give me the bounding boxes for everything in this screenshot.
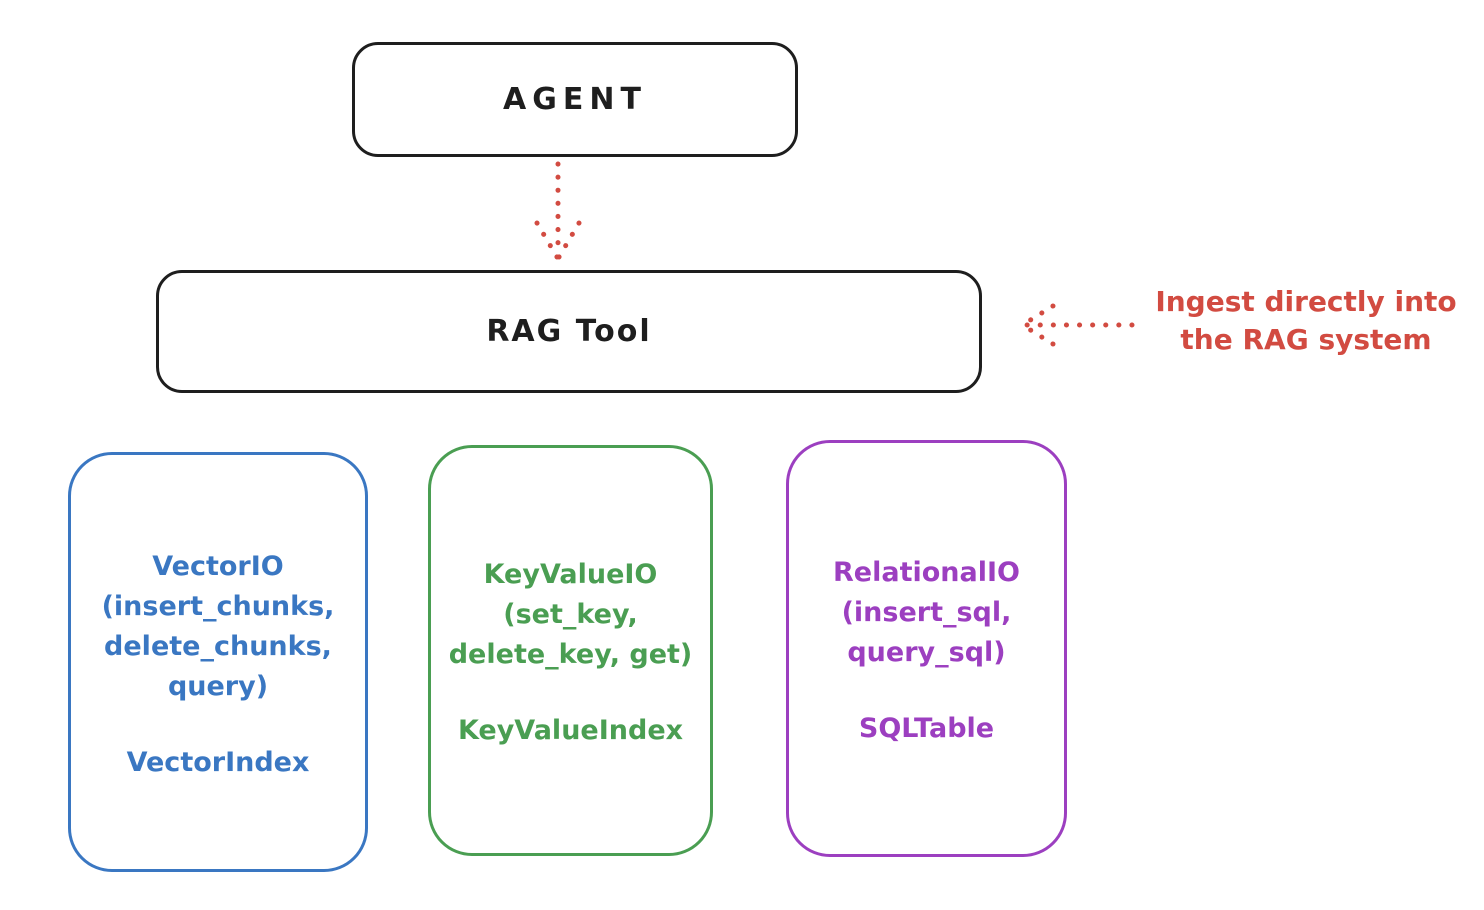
sql-table-label: SQLTable [858,713,995,744]
rag-tool-box: RAG Tool [156,270,982,393]
keyvalue-index-label: KeyValueIndex [457,715,684,746]
vector-index-label: VectorIndex [126,746,310,778]
annotation-text: Ingest directly into the RAG system [1155,285,1457,356]
keyvalue-io-signature: KeyValueIO (set_key, delete_key, get) [448,559,693,670]
rag-tool-label: RAG Tool [486,314,652,349]
annotation-to-rag-tool-arrow-icon [1021,303,1135,347]
vector-io-box: VectorIO (insert_chunks, delete_chunks, … [68,452,368,872]
vector-io-signature: VectorIO (insert_chunks, delete_chunks, … [101,550,335,702]
relational-io-box: RelationalIO (insert_sql, query_sql) SQL… [786,440,1067,857]
agent-to-rag-tool-arrow-icon [534,161,582,260]
agent-box: AGENT [352,42,798,157]
keyvalue-io-box: KeyValueIO (set_key, delete_key, get) Ke… [428,445,713,856]
agent-label: AGENT [503,82,647,117]
relational-io-signature: RelationalIO (insert_sql, query_sql) [833,557,1020,668]
